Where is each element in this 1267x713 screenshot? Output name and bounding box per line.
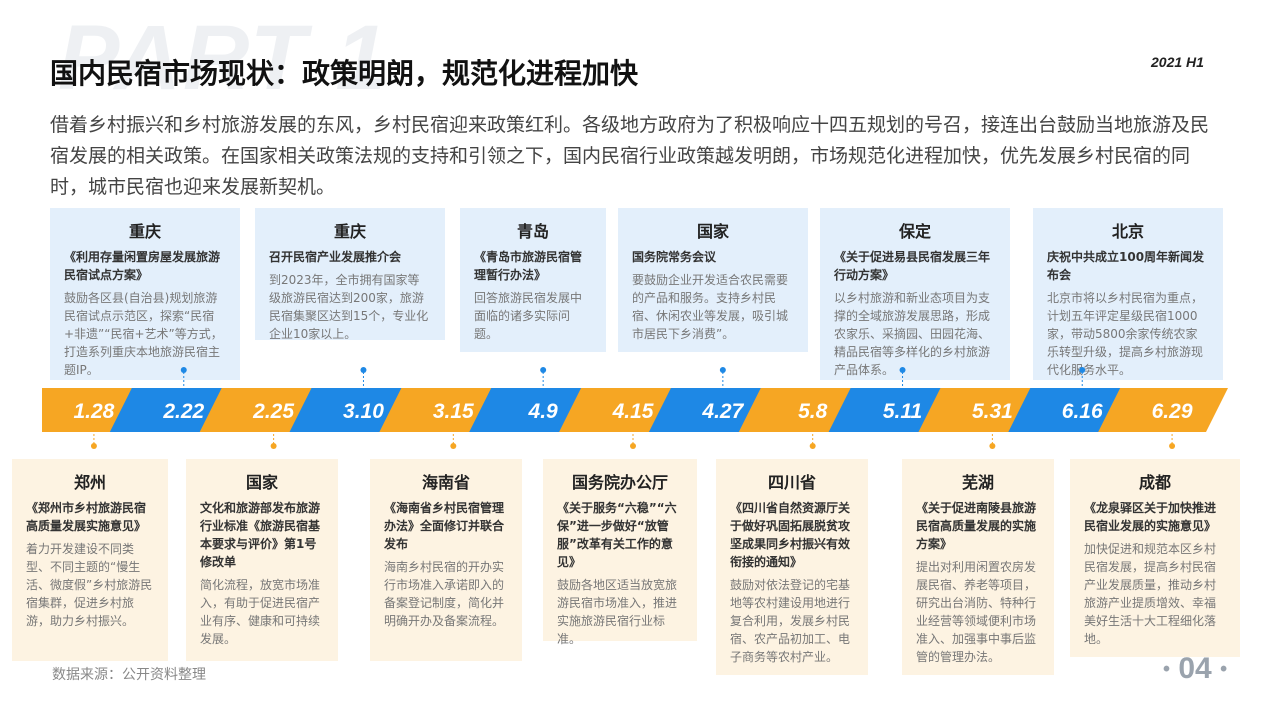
card-place: 青岛 [516,222,549,241]
card-body: 提出对利用闲置农房发展民宿、养老等项目，研究出台消防、特种行业经营等领域便利市场… [916,560,1037,664]
page-dot-right: • [1220,658,1228,681]
connector-dot [899,367,906,373]
timeline-segment [1098,388,1228,432]
connector-dot [360,367,367,373]
policy-card-hainan: 海南省 《海南省乡村民宿管理办法》全面修订并联合发布 海南乡村民宿的开办实行市场… [370,459,522,661]
policy-card-guowuyuan: 国务院办公厅 《关于服务“六稳”“六保”进一步做好“放管服”改革有关工作的意见》… [543,459,697,646]
connector-dot [450,443,457,449]
card-head: 《青岛市旅游民宿管理暂行办法》 [474,250,583,282]
card-body: 鼓励各区县(自治县)规划旅游民宿试点示范区，探索“民宿+非遗”“民宿+艺术”等方… [64,291,223,377]
card-place: 国家 [245,473,278,492]
policy-card-wuhu: 芜湖 《关于促进南陵县旅游民宿高质量发展的实施方案》 提出对利用闲置农房发展民宿… [902,459,1054,675]
timeline-date-label: 4.27 [701,400,744,423]
card-head: 《关于促进南陵县旅游民宿高质量发展的实施方案》 [916,501,1037,551]
card-place: 四川省 [767,473,816,492]
page-number: • 04 • [1163,652,1227,686]
page-dot-left: • [1163,658,1171,681]
data-source-note: 数据来源：公开资料整理 [52,667,206,683]
card-head: 国务院常务会议 [632,250,717,264]
timeline-date-label: 5.8 [798,400,828,423]
timeline-date-label: 5.31 [972,400,1013,423]
connector-dot [90,443,97,449]
policy-card-qingdao: 青岛 《青岛市旅游民宿管理暂行办法》 回答旅游民宿发展中面临的诸多实际问题。 [460,208,606,352]
card-body: 简化流程，放宽市场准入，有助于促进民宿产业有序、健康和可持续发展。 [200,578,321,646]
connector-dot [540,367,547,373]
card-place: 郑州 [73,473,106,492]
card-body: 鼓励各地区适当放宽旅游民宿市场准入，推进实施旅游民宿行业标准。 [557,578,678,646]
connector-dot [989,443,996,449]
card-head: 《海南省乡村民宿管理办法》全面修订并联合发布 [384,501,505,551]
timeline-date-label: 2.25 [252,400,294,423]
card-head: 《龙泉驿区关于加快推进民宿业发展的实施意见》 [1084,501,1217,533]
card-place: 重庆 [333,222,366,241]
page-number-text: 04 [1178,652,1212,685]
policy-card-beijing: 北京 庆祝中共成立100周年新闻发布会 北京市将以乡村民宿为重点，计划五年评定星… [1033,208,1223,380]
card-head: 《关于促进易县民宿发展三年行动方案》 [834,250,991,282]
watermark-text: PART 1 [58,7,389,109]
card-place: 国家 [696,222,729,241]
connector-dot [809,443,816,449]
card-head: 《关于服务“六稳”“六保”进一步做好“放管服”改革有关工作的意见》 [557,501,677,569]
card-place: 海南省 [421,473,470,492]
card-place: 北京 [1111,222,1144,241]
card-body: 鼓励对依法登记的宅基地等农村建设用地进行复合利用，发展乡村民宿、农产品初加工、电… [730,578,851,664]
card-head: 庆祝中共成立100周年新闻发布会 [1047,250,1205,282]
timeline-date-label: 3.10 [343,400,384,423]
policy-card-baoding: 保定 《关于促进易县民宿发展三年行动方案》 以乡村旅游和新业态项目为支撑的全域旅… [820,208,1010,380]
timeline-date-label: 2.22 [162,400,204,423]
connector-dot [180,367,187,373]
timeline-date-label: 4.9 [528,400,559,423]
connector-dot [719,367,726,373]
timeline-date-label: 6.16 [1062,400,1103,423]
timeline-date-label: 5.11 [883,400,922,423]
card-body: 到2023年，全市拥有国家等级旅游民宿达到200家，旅游民宿集聚区达到15个，专… [269,273,429,341]
card-place: 成都 [1138,473,1171,492]
card-body: 回答旅游民宿发展中面临的诸多实际问题。 [474,291,583,341]
card-body: 北京市将以乡村民宿为重点，计划五年评定星级民宿1000家，带动5800余家传统农… [1047,291,1204,377]
connector-dot [270,443,277,449]
card-head: 召开民宿产业发展推介会 [269,250,402,264]
policy-card-chengdu: 成都 《龙泉驿区关于加快推进民宿业发展的实施意见》 加快促进和规范本区乡村民宿发… [1070,459,1240,657]
card-body: 加快促进和规范本区乡村民宿发展，提高乡村民宿产业发展质量，推动乡村旅游产业提质增… [1084,542,1217,646]
card-head: 文化和旅游部发布旅游行业标准《旅游民宿基本要求与评价》第1号修改单 [200,501,321,569]
timeline-date-label: 1.28 [73,400,114,423]
intro-paragraph: 借着乡村振兴和乡村旅游发展的东风，乡村民宿迎来政策红利。各级地方政府为了积极响应… [50,114,1210,198]
connector-dot [1169,443,1176,449]
policy-card-chongqing-1: 重庆 《利用存量闲置房屋发展旅游民宿试点方案》 鼓励各区县(自治县)规划旅游民宿… [50,208,240,380]
card-body: 海南乡村民宿的开办实行市场准入承诺即入的备案登记制度，简化并明确开办及备案流程。 [384,560,505,628]
timeline-date-label: 4.15 [612,400,654,423]
timeline-date-label: 3.15 [433,400,474,423]
page-title: 国内民宿市场现状：政策明朗，规范化进程加快 [50,57,639,90]
policy-card-chongqing-2: 重庆 召开民宿产业发展推介会 到2023年，全市拥有国家等级旅游民宿达到200家… [255,208,445,341]
card-place: 重庆 [128,222,161,241]
card-body: 以乡村旅游和新业态项目为支撑的全域旅游发展思路，形成农家乐、采摘园、田园花海、精… [834,291,991,377]
card-place: 国务院办公厅 [571,473,668,492]
policy-card-guojia-bottom: 国家 文化和旅游部发布旅游行业标准《旅游民宿基本要求与评价》第1号修改单 简化流… [186,459,338,661]
connector-dot [1079,367,1086,373]
card-place: 保定 [898,222,931,241]
card-body: 要鼓励企业开发适合农民需要的产品和服务。支持乡村民宿、休闲农业等发展，吸引城市居… [632,273,789,341]
policy-card-guojia-top: 国家 国务院常务会议 要鼓励企业开发适合农民需要的产品和服务。支持乡村民宿、休闲… [618,208,808,352]
card-head: 《郑州市乡村旅游民宿高质量发展实施意见》 [26,501,147,533]
policy-card-sichuan: 四川省 《四川省自然资源厅关于做好巩固拓展脱贫攻坚成果同乡村振兴有效衔接的通知》… [716,459,868,675]
card-place: 芜湖 [961,473,994,492]
timeline-date-label: 6.29 [1152,400,1193,423]
period-label: 2021 H1 [1151,54,1204,70]
connector-dot [630,443,636,449]
card-head: 《四川省自然资源厅关于做好巩固拓展脱贫攻坚成果同乡村振兴有效衔接的通知》 [730,501,851,569]
card-body: 着力开发建设不同类型、不同主题的“慢生活、微度假”乡村旅游民宿集群，促进乡村旅游… [26,542,153,628]
policy-card-zhengzhou: 郑州 《郑州市乡村旅游民宿高质量发展实施意见》 着力开发建设不同类型、不同主题的… [12,459,168,661]
card-head: 《利用存量闲置房屋发展旅游民宿试点方案》 [64,250,221,282]
